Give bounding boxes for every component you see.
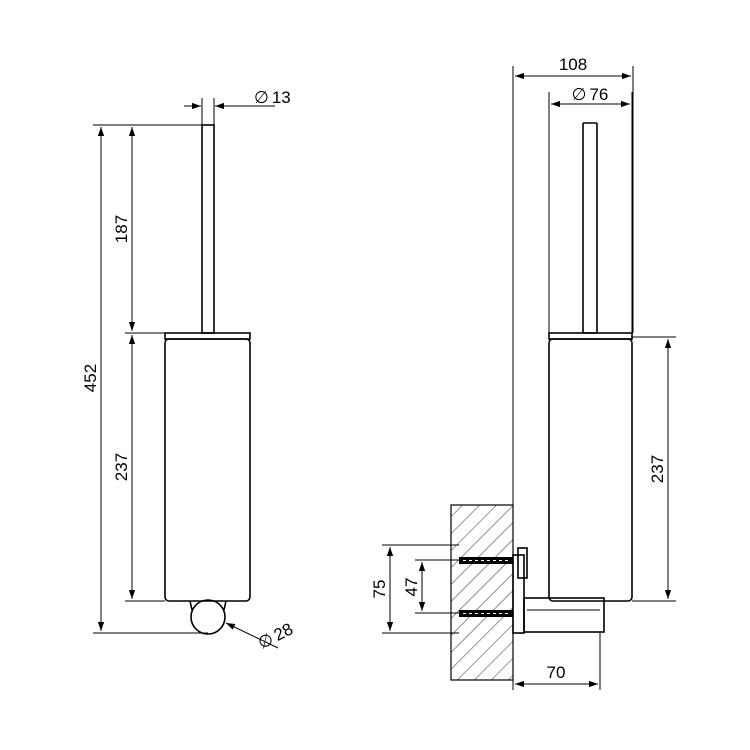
screw-upper: [459, 557, 513, 564]
container-body-side: [548, 338, 633, 602]
container-body: [164, 338, 251, 602]
side-view: 108 ∅76 237 75 47 70: [370, 55, 676, 690]
dim-ball-diameter: ∅28: [255, 619, 296, 653]
dim-total-height: 452: [81, 364, 100, 392]
dim-overall-depth: 108: [559, 55, 587, 74]
dim-rod-length: 187: [112, 215, 131, 243]
screw-lower: [459, 610, 513, 617]
dim-bracket-inner: 47: [402, 578, 421, 597]
diameter-symbol: ∅: [254, 88, 269, 107]
container-cap: [164, 332, 251, 340]
wall-section: [450, 504, 514, 681]
brush-rod: [201, 124, 215, 334]
container-cap-side: [548, 332, 633, 340]
dim-bracket-outer: 75: [370, 580, 389, 599]
front-view: 452 187 237 ∅13 ∅28: [81, 88, 296, 653]
dim-body-diameter: ∅76: [572, 85, 609, 104]
dim-wall-offset: 70: [547, 663, 566, 682]
dim-leader-ball: [225, 622, 279, 649]
brush-rod-side: [582, 122, 598, 334]
bracket-clip: [517, 547, 528, 579]
ball-foot: [190, 599, 226, 635]
dim-body-height: 237: [112, 453, 131, 481]
bracket-arm: [523, 597, 605, 633]
dim-body-height-side: 237: [648, 455, 667, 483]
dim-rod-diameter: ∅13: [254, 88, 291, 107]
